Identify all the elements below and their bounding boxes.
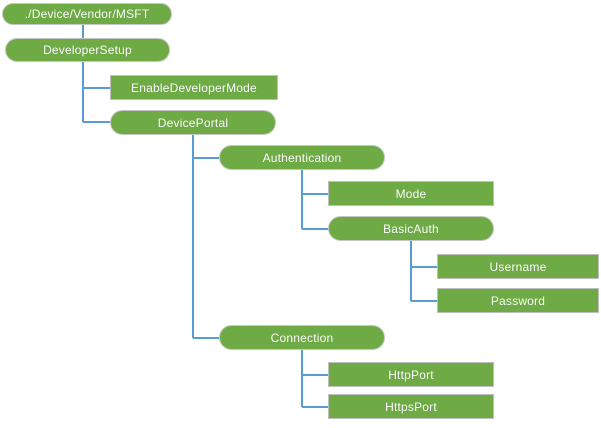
- tree-node-mode[interactable]: Mode: [328, 181, 494, 206]
- tree-node-username[interactable]: Username: [437, 254, 599, 279]
- tree-node-label-mode: Mode: [395, 186, 427, 201]
- tree-node-label-deviceportal: DevicePortal: [157, 115, 229, 130]
- tree-node-label-enabledevelopermode: EnableDeveloperMode: [131, 80, 257, 95]
- tree-node-httpsport[interactable]: HttpsPort: [328, 394, 494, 419]
- tree-node-label-httpport: HttpPort: [388, 367, 434, 382]
- tree-node-password[interactable]: Password: [437, 288, 599, 313]
- tree-node-authentication[interactable]: Authentication: [219, 145, 385, 170]
- tree-node-deviceportal[interactable]: DevicePortal: [110, 110, 276, 135]
- tree-node-label-password: Password: [490, 293, 546, 308]
- tree-node-label-root: ./Device/Vendor/MSFT: [24, 7, 150, 21]
- tree-node-label-basicauth: BasicAuth: [383, 221, 439, 236]
- tree-node-httpport[interactable]: HttpPort: [328, 362, 494, 387]
- tree-node-developersetup[interactable]: DeveloperSetup: [5, 38, 170, 62]
- tree-node-label-httpsport: HttpsPort: [385, 399, 437, 414]
- tree-node-connection[interactable]: Connection: [219, 325, 385, 350]
- tree-node-label-developersetup: DeveloperSetup: [43, 43, 132, 57]
- tree-node-label-username: Username: [489, 259, 547, 274]
- tree-node-root[interactable]: ./Device/Vendor/MSFT: [2, 3, 172, 25]
- tree-node-basicauth[interactable]: BasicAuth: [328, 216, 494, 241]
- tree-node-label-connection: Connection: [270, 330, 334, 345]
- tree-node-enabledevelopermode[interactable]: EnableDeveloperMode: [110, 75, 278, 100]
- tree-node-label-authentication: Authentication: [262, 150, 342, 165]
